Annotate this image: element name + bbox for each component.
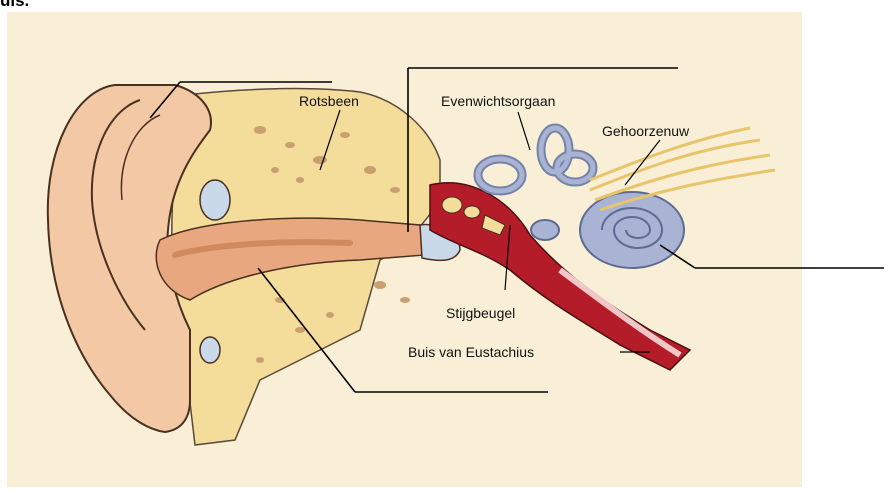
leader-gehoorzenuw [625,140,660,185]
label-gehoorzenuw: Gehoorzenuw [602,123,689,139]
label-rotsbeen: Rotsbeen [299,93,359,109]
cartilage-upper [200,180,230,220]
cochlea [531,192,684,268]
label-buis-van-eustachius: Buis van Eustachius [408,344,534,360]
cartilage-lower [200,337,220,363]
semicircular-canals-fill [478,128,593,191]
label-evenwichtsorgaan: Evenwichtsorgaan [441,93,555,109]
label-stijgbeugel: Stijgbeugel [446,305,515,321]
leader-evenwichtsorgaan [518,112,530,150]
